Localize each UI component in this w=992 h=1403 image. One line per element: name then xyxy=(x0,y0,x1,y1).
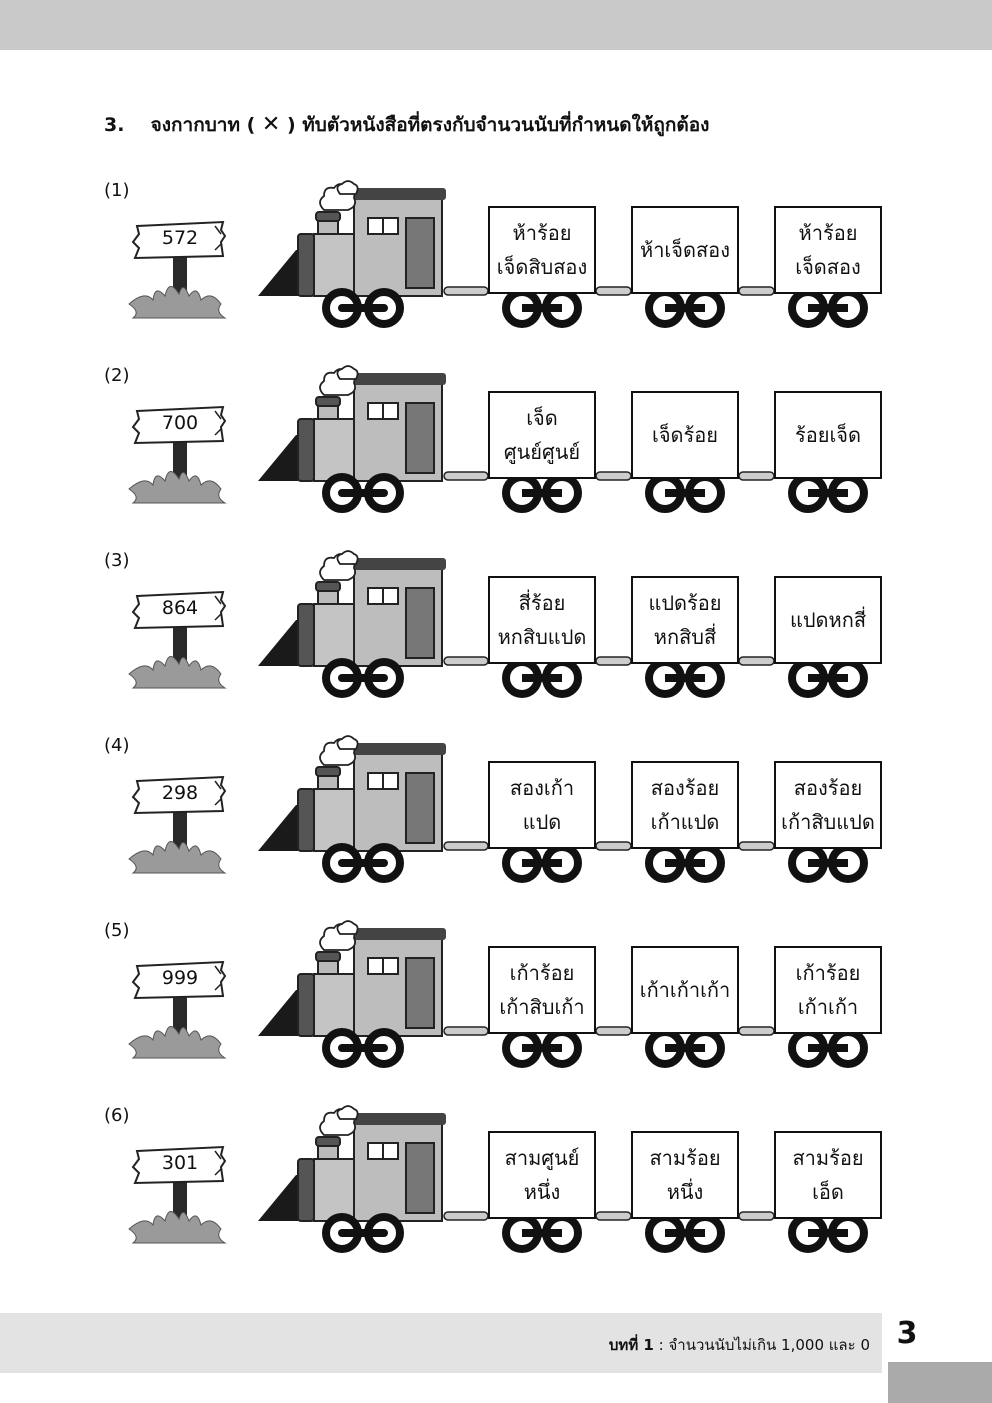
answer-option-car[interactable]: สี่ร้อยหกสิบแปด xyxy=(488,576,596,664)
exercise-row: (4) 298 สองเก้าแปดสองร้อยเก้าแปดสองร้อยเ… xyxy=(0,735,992,905)
page-number: 3 xyxy=(896,1316,918,1351)
answer-option-car[interactable]: สามศูนย์หนึ่ง xyxy=(488,1131,596,1219)
answer-option-car[interactable]: สองร้อยเก้าสิบแปด xyxy=(774,761,882,849)
answer-option-text: ร้อยเจ็ด xyxy=(794,423,861,447)
exercise-label: (6) xyxy=(104,1105,130,1126)
exercise-label: (3) xyxy=(104,550,130,571)
chapter-label: บทที่ 1 xyxy=(608,1336,654,1354)
train-illustration: ห้าร้อยเจ็ดสิบสอง ห้าเจ็ดสอง ห้าร้อยเจ็ดสอ… xyxy=(258,180,892,330)
exercise-row: (3) 864 สี่ร้อยหกสิบแปดแปดร้อยหกสิบสี่แป… xyxy=(0,550,992,720)
signpost-icon: 301 xyxy=(125,1125,235,1255)
signpost-icon: 999 xyxy=(125,940,235,1070)
top-band xyxy=(0,0,992,50)
footer: บทที่ 1 : จำนวนนับไม่เกิน 1,000 และ 0 xyxy=(0,1313,882,1373)
answer-option-text: หนึ่ง xyxy=(666,1180,704,1204)
answer-option-text: สี่ร้อย xyxy=(518,591,566,615)
answer-option-text: เก้าร้อย xyxy=(509,961,575,985)
train-illustration: สามศูนย์หนึ่งสามร้อยหนึ่งสามร้อยเอ็ด xyxy=(258,1105,892,1255)
answer-option-text: สามร้อย xyxy=(649,1146,721,1170)
answer-option-car[interactable]: เก้าร้อยเก้าสิบเก้า xyxy=(488,946,596,1034)
answer-option-car[interactable]: เจ็ดศูนย์ศูนย์ xyxy=(488,391,596,479)
exercise-label: (5) xyxy=(104,920,130,941)
answer-option-text: ศูนย์ศูนย์ xyxy=(503,440,581,464)
signpost-icon: 298 xyxy=(125,755,235,885)
exercise-row: (2) 700 เจ็ดศูนย์ศูนย์ เจ็ดร้อย ร้อยเจ็ด xyxy=(0,365,992,535)
exercise-row: (6) 301 สามศูนย์หนึ่งสามร้อยหนึ่งสามร้อย… xyxy=(0,1105,992,1275)
target-number: 700 xyxy=(161,412,199,434)
answer-option-car[interactable]: สามร้อยหนึ่ง xyxy=(631,1131,739,1219)
answer-option-text: ห้าเจ็ดสอง xyxy=(640,238,730,262)
answer-option-text: หกสิบสี่ xyxy=(653,625,717,649)
answer-option-car[interactable]: สองเก้าแปด xyxy=(488,761,596,849)
answer-option-car[interactable]: เก้าเก้าเก้า xyxy=(631,946,739,1034)
corner-block xyxy=(888,1362,992,1403)
answer-option-text: สองร้อย xyxy=(793,776,863,800)
answer-option-car[interactable]: ร้อยเจ็ด xyxy=(774,391,882,479)
answer-option-text: แปดร้อย xyxy=(648,591,722,615)
answer-option-car[interactable]: ห้าร้อยเจ็ดสิบสอง xyxy=(488,206,596,294)
answer-option-text: เก้าแปด xyxy=(650,810,720,834)
target-number: 298 xyxy=(161,782,199,804)
answer-option-text: เจ็ดสิบสอง xyxy=(496,255,588,279)
answer-option-text: แปด xyxy=(522,810,562,834)
exercise-label: (2) xyxy=(104,365,130,386)
answer-option-car[interactable]: สองร้อยเก้าแปด xyxy=(631,761,739,849)
instruction-number: 3. xyxy=(104,114,125,136)
train-illustration: สี่ร้อยหกสิบแปด แปดร้อยหกสิบสี่ แปดหกสี่ xyxy=(258,550,892,700)
footer-chapter: บทที่ 1 : จำนวนนับไม่เกิน 1,000 และ 0 xyxy=(609,1333,870,1357)
train-illustration: เจ็ดศูนย์ศูนย์ เจ็ดร้อย ร้อยเจ็ด xyxy=(258,365,892,515)
answer-option-car[interactable]: แปดร้อยหกสิบสี่ xyxy=(631,576,739,664)
answer-option-car[interactable]: สามร้อยเอ็ด xyxy=(774,1131,882,1219)
answer-option-text: เก้าร้อย xyxy=(795,961,861,985)
answer-option-car[interactable]: ห้าร้อยเจ็ดสอง xyxy=(774,206,882,294)
answer-option-text: สองร้อย xyxy=(650,776,720,800)
target-number: 864 xyxy=(161,597,199,619)
target-number: 572 xyxy=(161,227,199,249)
answer-option-text: สามร้อย xyxy=(792,1146,864,1170)
answer-option-text: สามศูนย์ xyxy=(504,1146,580,1170)
answer-option-text: เจ็ด xyxy=(526,406,558,430)
answer-option-text: สองเก้า xyxy=(509,776,575,800)
answer-option-car[interactable]: เก้าร้อยเก้าเก้า xyxy=(774,946,882,1034)
exercise-row: (1) 572 ห้าร้อยเจ็ดสิบสองห้าเจ็ดสองห้าร้… xyxy=(0,180,992,350)
answer-option-car[interactable]: แปดหกสี่ xyxy=(774,576,882,664)
x-mark-icon: ✕ xyxy=(261,112,281,137)
answer-option-text: เอ็ด xyxy=(812,1180,844,1204)
answer-option-text: แปดหกสี่ xyxy=(789,608,867,632)
exercise-row: (5) 999 เก้าร้อยเก้าสิบเก้าเก้าเก้าเก้าเ… xyxy=(0,920,992,1090)
signpost-icon: 572 xyxy=(125,200,235,330)
answer-option-text: เจ็ดสอง xyxy=(795,255,861,279)
target-number: 999 xyxy=(161,967,199,989)
answer-option-text: หนึ่ง xyxy=(523,1180,561,1204)
answer-option-text: เจ็ดร้อย xyxy=(651,423,718,447)
signpost-icon: 864 xyxy=(125,570,235,700)
instruction-text-start: จงกากบาท ( xyxy=(150,114,256,136)
target-number: 301 xyxy=(161,1152,199,1174)
answer-option-text: เก้าสิบแปด xyxy=(781,810,875,834)
chapter-title: : จำนวนนับไม่เกิน 1,000 และ 0 xyxy=(658,1336,870,1354)
answer-option-text: เก้าสิบเก้า xyxy=(499,995,585,1019)
answer-option-text: เก้าเก้าเก้า xyxy=(639,978,731,1002)
answer-option-text: ห้าร้อย xyxy=(798,221,858,245)
answer-option-text: ห้าร้อย xyxy=(512,221,572,245)
exercise-label: (1) xyxy=(104,180,130,201)
instruction-text-end: ) ทับตัวหนังสือที่ตรงกับจำนวนนับที่กำหนด… xyxy=(286,114,710,136)
answer-option-text: หกสิบแปด xyxy=(497,625,587,649)
answer-option-text: เก้าเก้า xyxy=(797,995,859,1019)
exercise-label: (4) xyxy=(104,735,130,756)
train-illustration: เก้าร้อยเก้าสิบเก้าเก้าเก้าเก้าเก้าร้อยเ… xyxy=(258,920,892,1070)
instruction: 3. จงกากบาท ( ✕ ) ทับตัวหนังสือที่ตรงกับ… xyxy=(104,110,709,140)
signpost-icon: 700 xyxy=(125,385,235,515)
answer-option-car[interactable]: ห้าเจ็ดสอง xyxy=(631,206,739,294)
answer-option-car[interactable]: เจ็ดร้อย xyxy=(631,391,739,479)
train-illustration: สองเก้าแปดสองร้อยเก้าแปดสองร้อยเก้าสิบแป… xyxy=(258,735,892,885)
